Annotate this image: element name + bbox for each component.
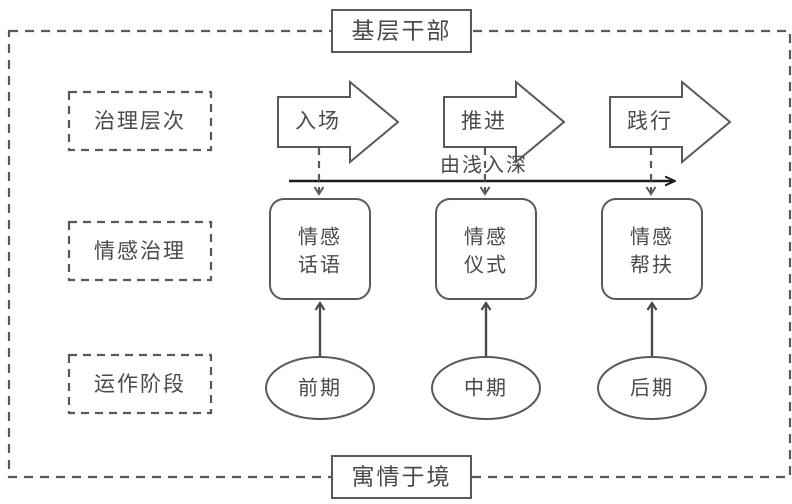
row-label-text-operation-stage: 运作阶段 xyxy=(94,372,186,396)
bottom-label-text: 寓情于境 xyxy=(352,465,452,491)
row-label-text-governance-level: 治理层次 xyxy=(94,109,186,133)
stage-arrow-shape-1 xyxy=(277,79,400,165)
governance-node-label-2-line2: 仪式 xyxy=(464,253,508,277)
row-label-box-emotional-governance xyxy=(67,220,213,282)
progression-axis-label: 由浅入深 xyxy=(440,153,528,177)
stage-arrow-label-3: 践行 xyxy=(627,109,673,133)
stage-arrow-label-1: 入场 xyxy=(295,109,341,133)
row-label-box-governance-level xyxy=(67,90,213,152)
governance-node-label-2-line1: 情感 xyxy=(464,225,508,249)
phase-oval-label-2: 中期 xyxy=(464,376,508,400)
top-label-text: 基层干部 xyxy=(352,19,452,45)
stage-arrow-label-2: 推进 xyxy=(461,109,507,133)
governance-node-label-3-line2: 帮扶 xyxy=(630,253,674,277)
governance-node-box-3 xyxy=(601,198,703,300)
governance-node-box-1 xyxy=(269,198,371,300)
phase-oval-shape-1 xyxy=(265,356,375,420)
governance-node-label-1-line1: 情感 xyxy=(298,225,342,249)
stage-arrow-shape-2 xyxy=(443,79,566,165)
phase-oval-label-1: 前期 xyxy=(298,376,342,400)
bottom-label-box xyxy=(331,455,472,499)
governance-node-label-3-line1: 情感 xyxy=(630,225,674,249)
phase-oval-shape-2 xyxy=(431,356,541,420)
top-label-box xyxy=(331,9,472,53)
governance-node-label-1-line2: 话语 xyxy=(298,253,342,277)
row-label-box-operation-stage xyxy=(67,353,213,415)
governance-node-box-2 xyxy=(435,198,537,300)
row-label-text-emotional-governance: 情感治理 xyxy=(94,239,186,263)
stage-arrow-shape-3 xyxy=(609,79,732,165)
phase-oval-shape-3 xyxy=(597,356,707,420)
phase-oval-label-3: 后期 xyxy=(630,376,674,400)
